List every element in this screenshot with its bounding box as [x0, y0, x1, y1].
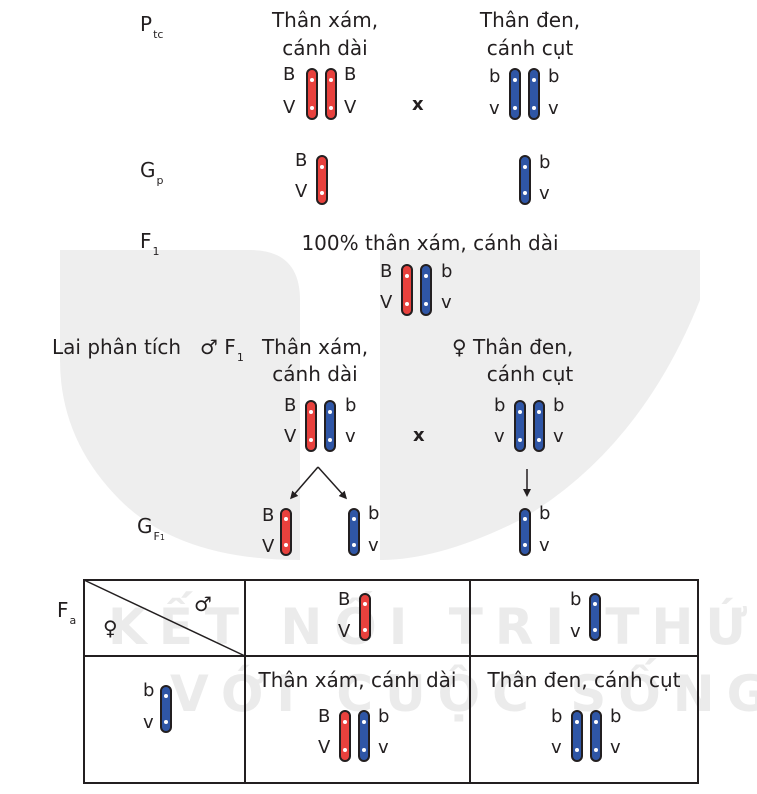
result2-phenotype: Thân đen, cánh cụt [487, 668, 681, 692]
allele-V: V [318, 737, 331, 758]
f1-phenotype: 100% thân xám, cánh dài [301, 231, 559, 255]
ptc-right-line1: Thân đen, [479, 8, 581, 32]
male-symbol-icon: ♂ [200, 335, 218, 359]
cross-symbol: x [413, 425, 425, 446]
allele-b: b [494, 395, 506, 416]
table-male-symbol-icon: ♂ [194, 592, 212, 616]
allele-B: B [283, 64, 296, 85]
allele-B: B [318, 706, 331, 727]
allele-v: v [345, 426, 356, 447]
allele-b: b [378, 706, 390, 727]
allele-v: v [489, 98, 500, 119]
ptc-left-line1: Thân xám, [271, 8, 379, 32]
chromosome-blue [589, 593, 601, 641]
allele-v: v [143, 712, 154, 733]
chromosome-red [280, 508, 292, 556]
allele-B: B [380, 261, 393, 282]
fa-label: Fa [57, 598, 77, 627]
gp-label: Gp [140, 158, 164, 187]
allele-V: V [338, 621, 351, 642]
allele-b: b [143, 680, 155, 701]
chromosome-red [305, 400, 317, 452]
testcross-right-line1: ♀ Thân đen, [452, 335, 574, 359]
allele-b: b [570, 589, 582, 610]
chromosome-blue [358, 710, 370, 762]
chromosome-blue [571, 710, 583, 762]
allele-b: b [345, 395, 357, 416]
allele-B: B [295, 150, 308, 171]
chromosome-red [339, 710, 351, 762]
chromosome-blue [509, 68, 521, 120]
chromosome-red [401, 264, 413, 316]
chromosome-blue [348, 508, 360, 556]
result1-phenotype: Thân xám, cánh dài [258, 668, 457, 692]
allele-b: b [489, 66, 501, 87]
watermark-line2: VỚI CUỘC SỐNG [170, 665, 757, 723]
chromosome-red [306, 68, 318, 120]
gf1-label: GF1 [137, 514, 165, 543]
allele-v: v [378, 737, 389, 758]
chromosome-blue [514, 400, 526, 452]
allele-B: B [262, 505, 275, 526]
allele-v: v [494, 426, 505, 447]
testcross-left-line1: Thân xám, [261, 335, 369, 359]
allele-V: V [262, 536, 275, 557]
chromosome-blue [420, 264, 432, 316]
f1-label: F1 [140, 229, 160, 258]
table-female-symbol-icon: ♀ [103, 616, 118, 640]
allele-v: v [553, 426, 564, 447]
allele-V: V [344, 97, 357, 118]
chromosome-blue [519, 508, 531, 556]
allele-B: B [338, 589, 351, 610]
cross-symbol: x [412, 94, 424, 115]
allele-V: V [284, 426, 297, 447]
allele-V: V [295, 181, 308, 202]
allele-v: v [551, 737, 562, 758]
allele-B: B [344, 64, 357, 85]
chromosome-blue [533, 400, 545, 452]
chromosome-red [325, 68, 337, 120]
chromosome-blue [528, 68, 540, 120]
male-f1-label: ♂ F1 [200, 335, 244, 364]
allele-v: v [539, 183, 550, 204]
ptc-left-line2: cánh dài [282, 36, 368, 60]
allele-v: v [441, 292, 452, 313]
lai-phan-tich-label: Lai phân tích [52, 335, 182, 359]
allele-v: v [368, 535, 379, 556]
allele-v: v [570, 621, 581, 642]
chromosome-blue [519, 155, 531, 205]
allele-b: b [551, 706, 563, 727]
allele-b: b [368, 503, 380, 524]
allele-b: b [548, 66, 560, 87]
testcross-right-line2: cánh cụt [486, 362, 574, 386]
chromosome-red [316, 155, 328, 205]
allele-b: b [539, 503, 551, 524]
allele-b: b [441, 261, 453, 282]
ptc-right-line2: cánh cụt [486, 36, 574, 60]
allele-b: b [553, 395, 565, 416]
allele-v: v [610, 737, 621, 758]
chromosome-blue [324, 400, 336, 452]
allele-v: v [548, 98, 559, 119]
testcross-left-line2: cánh dài [272, 362, 358, 386]
allele-b: b [610, 706, 622, 727]
chromosome-blue [160, 685, 172, 733]
chromosome-red [359, 593, 371, 641]
allele-V: V [380, 292, 393, 313]
female-symbol-icon: ♀ [452, 335, 467, 359]
allele-B: B [284, 395, 297, 416]
allele-b: b [539, 152, 551, 173]
ptc-label: Ptc [140, 12, 164, 41]
watermark-line1: KẾT NỐI TRI THỨC [108, 598, 757, 656]
chromosome-blue [590, 710, 602, 762]
allele-V: V [283, 97, 296, 118]
allele-v: v [539, 535, 550, 556]
